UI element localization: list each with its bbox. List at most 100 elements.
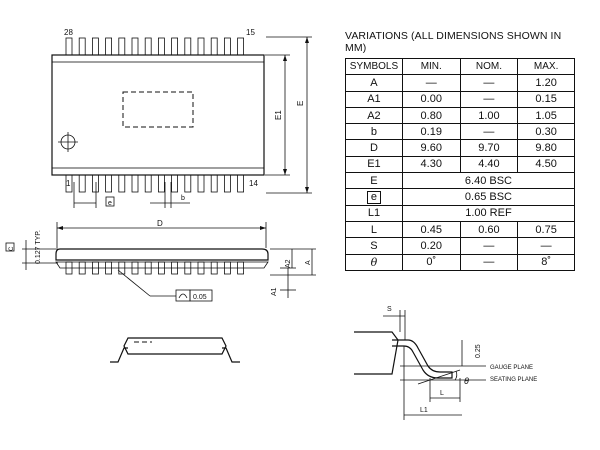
top-pin (184, 37, 192, 56)
symbol-cell: D (345, 139, 403, 157)
symbol-text: A (370, 76, 378, 89)
side-lead (144, 261, 152, 275)
symbol-text: e (366, 190, 382, 204)
nom-value-cell: — (459, 74, 519, 92)
dim-s-label: S (387, 306, 392, 313)
bottom-pin (157, 174, 165, 193)
max-value-cell: 0.75 (517, 220, 575, 239)
min-value-cell: 0.20 (401, 237, 461, 255)
min-value-cell: 0˚ (401, 253, 461, 271)
header-min: MIN. (401, 57, 461, 76)
dim-pitch-box (105, 196, 115, 207)
seating-ref-box (5, 242, 15, 252)
top-pin (65, 37, 73, 56)
header-max: MAX. (517, 57, 575, 76)
max-value-cell: 0.30 (517, 123, 575, 141)
seating-plane-label: SEATING PLANE (490, 377, 537, 383)
min-value-cell: 4.30 (401, 155, 461, 174)
side-leads (65, 261, 245, 275)
dim-b-line (150, 182, 190, 208)
symbol-text: b (370, 125, 378, 138)
dim-e-label: E (296, 101, 305, 106)
dim-l-line (429, 378, 461, 402)
bottom-pin (210, 174, 218, 193)
top-pin (131, 37, 139, 56)
table-row: b 0.19—0.30 (345, 123, 575, 141)
marking-area (122, 91, 194, 128)
top-pin (197, 37, 205, 56)
top-pin (237, 37, 245, 56)
symbol-text: S (370, 239, 378, 252)
detail-view: S 0.25 GAUGE PLANE SEATING PLANE θ L L1 (354, 306, 537, 420)
side-lead (210, 261, 218, 275)
bottom-pin (223, 174, 231, 193)
bottom-pin (118, 174, 126, 193)
bottom-pin (144, 174, 152, 193)
top-pin (92, 37, 99, 56)
seating-ref-label: C (9, 246, 15, 251)
max-value-cell: — (517, 237, 575, 255)
symbol-text: θ (370, 255, 378, 269)
dim-025-label: 0.25 (475, 344, 482, 358)
min-value-cell: — (401, 74, 461, 92)
variations-table-block: VARIATIONS (ALL DIMENSIONS SHOWN IN MM) … (345, 30, 576, 271)
side-lead (78, 261, 86, 275)
side-lead (197, 261, 205, 275)
min-value-cell: 0.80 (401, 106, 461, 125)
symbol-cell: A2 (345, 106, 403, 125)
bottom-pin (92, 174, 99, 193)
symbol-cell: e (345, 188, 403, 206)
min-value-cell: 0.00 (401, 90, 461, 108)
side-lead (171, 261, 179, 275)
header-nom: NOM. (459, 57, 519, 76)
theta-line (417, 369, 461, 385)
side-lead (105, 261, 112, 275)
dim-s-line (383, 310, 406, 340)
dim-d-label: D (157, 219, 163, 228)
dim-l-label: L (440, 390, 444, 397)
dim-l1-line (403, 346, 462, 420)
top-pin (171, 37, 179, 56)
flatness-icon (178, 293, 188, 299)
max-value-cell: 9.80 (517, 139, 575, 157)
max-value-cell: 0.15 (517, 90, 575, 108)
package-bottom-line (51, 167, 265, 176)
symbol-cell: E (345, 172, 403, 190)
nom-value-cell: — (459, 237, 519, 255)
nom-value-cell: 0.60 (459, 220, 519, 239)
symbol-text: E1 (367, 158, 381, 171)
top-pin (223, 37, 231, 56)
dim-e-line (266, 36, 312, 194)
nom-value-cell: — (459, 123, 519, 141)
side-lead (131, 261, 139, 275)
dim-a-group (270, 248, 316, 298)
top-pin (118, 37, 126, 56)
symbol-text: L (370, 223, 378, 236)
table-header-row: SYMBOLS MIN. NOM. MAX. (345, 57, 575, 76)
dim-d-line (56, 222, 267, 248)
min-value-cell: 0.45 (401, 220, 461, 239)
end-view-lead-left (110, 347, 128, 363)
symbol-cell: A1 (345, 90, 403, 108)
dim-a1-label: A1 (271, 287, 278, 296)
max-value-cell: 4.50 (517, 155, 575, 174)
bsc-value-cell: 1.00 REF (401, 204, 576, 222)
top-pin (144, 37, 152, 56)
min-value-cell: 0.19 (401, 123, 461, 141)
package-outline (51, 54, 265, 176)
symbol-cell: b (345, 123, 403, 141)
nom-value-cell: — (459, 253, 519, 271)
flatness-callout (117, 269, 213, 302)
bottom-pin (237, 174, 245, 193)
header-symbols: SYMBOLS (345, 57, 403, 76)
top-pin (210, 37, 218, 56)
end-view-body (123, 337, 227, 355)
